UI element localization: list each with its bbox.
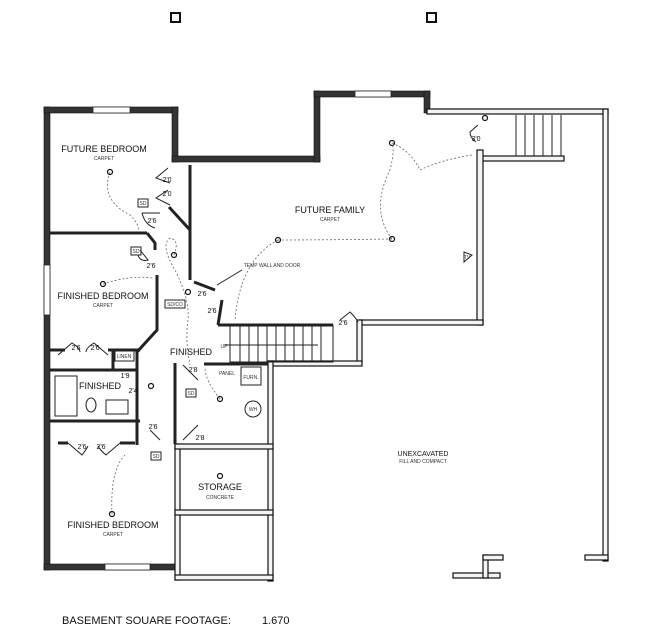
square-footage-label: BASEMENT SQUARE FOOTAGE: [62,615,231,624]
registration-mark-right [426,12,437,23]
door-size: 2'6 [148,424,157,431]
door-size: 2'6 [90,345,99,352]
door-size: 2'6 [197,291,206,298]
room-name: FUTURE BEDROOM [61,144,147,154]
square-footage-value: 1,670 [262,615,290,624]
furnace-label: FURN. [243,375,258,381]
room-storage: STORAGE CONCRETE [198,482,242,501]
room-floor: CONCRETE [206,495,235,501]
door-size: 3'0 [471,136,480,143]
room-name: FUTURE FAMILY [295,205,365,215]
room-name: STORAGE [198,482,242,492]
water-heater-icon [244,400,262,418]
bathroom-fixtures [54,375,262,418]
door-size: 2'6 [146,263,155,270]
door-dimensions: 2'0 2'0 2'6 2'6 2'6 2'6 2'6 3'0 2'6 2'6 … [71,136,480,451]
door-size: 2'6 [147,218,156,225]
room-floor: CARPET [320,217,340,223]
toilet-icon [85,397,97,413]
smoke-detector-tag: SD [133,249,140,255]
wiring [102,142,473,515]
door-size: 2'4 [128,388,137,395]
room-finished-bedroom-1: FINISHED BEDROOM CARPET [57,291,148,309]
room-floor: CARPET [93,303,113,309]
square-footage: BASEMENT SQUARE FOOTAGE: 1,670 [62,615,290,624]
stairs-exterior [515,115,562,156]
smoke-detector-tag: SD [153,454,160,460]
light-fixtures [99,114,489,518]
door-size: 2'6 [71,345,80,352]
water-heater-label: WH [249,407,258,413]
room-unexcavated: UNEXCAVATED FILL AND COMPACT [398,451,449,465]
door-size: 2'6 [338,320,347,327]
annotations: TEMP WALL AND DOOR LINEN PANEL FURN. WH … [114,198,473,461]
room-finished-bath: FINISHED [79,381,122,391]
up-label: UP [221,344,229,350]
door-size: 2'6 [77,444,86,451]
foundation-walls [174,108,609,582]
registration-mark-left [170,12,181,23]
room-name: UNEXCAVATED [398,451,449,458]
door-size: 2'0 [162,191,171,198]
room-floor: CARPET [103,532,123,538]
door-size: 2'6 [207,308,216,315]
room-finished-bedroom-2: FINISHED BEDROOM CARPET [67,520,158,538]
room-floor: CARPET [94,156,114,162]
exterior-walls [43,90,431,571]
linen-label: LINEN [117,354,132,360]
room-future-bedroom: FUTURE BEDROOM CARPET [61,144,147,162]
room-name: FINISHED BEDROOM [57,291,148,301]
smoke-co-detector-tag: SD/CO [167,302,183,308]
room-note: FILL AND COMPACT [399,459,447,465]
room-name: FINISHED BEDROOM [67,520,158,530]
smoke-detector-tag: SD [188,391,195,397]
door-size: 1'9 [120,373,129,380]
sink-icon [105,399,129,415]
door-size: 2'8 [195,435,204,442]
room-future-family: FUTURE FAMILY CARPET [295,205,365,223]
windows [43,90,609,571]
panel-label: PANEL [219,371,235,377]
room-finished-hall: FINISHED [170,347,213,357]
door-size: 2'0 [162,177,171,184]
door-size: 2'6 [96,444,105,451]
temp-wall-label: TEMP WALL AND DOOR [244,263,301,269]
stairs-main [225,324,334,363]
tv-tag: TV [464,255,471,261]
smoke-detector-tag: SD [140,201,147,207]
door-swings [57,124,479,456]
door-size: 2'8 [188,367,197,374]
